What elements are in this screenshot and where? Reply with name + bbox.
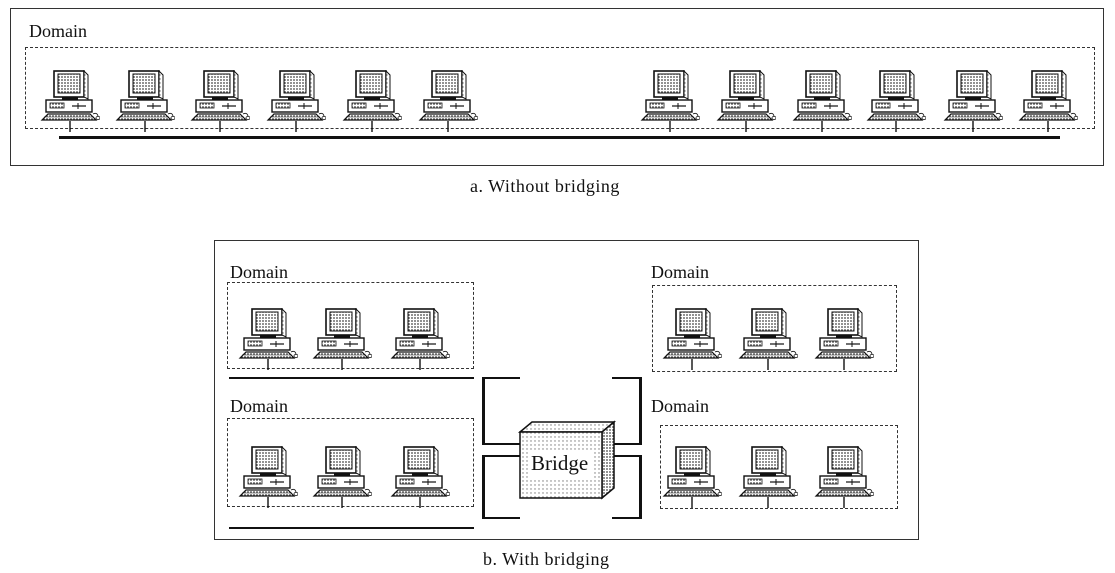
desktop-computer-icon (662, 446, 722, 508)
desktop-computer-icon (662, 308, 722, 370)
desktop-computer-icon (640, 70, 700, 132)
desktop-computer-icon (390, 446, 450, 508)
domain-boundary-bottom-right (660, 425, 898, 509)
desktop-computer-icon (866, 70, 926, 132)
network-cable-bottom-left (229, 527, 474, 529)
network-cable-top-left (229, 377, 474, 379)
desktop-computer-icon (814, 446, 874, 508)
desktop-computer-icon (943, 70, 1003, 132)
desktop-computer-icon (792, 70, 852, 132)
desktop-computer-icon (716, 70, 776, 132)
caption-with-bridging: b. With bridging (483, 549, 610, 569)
desktop-computer-icon (390, 308, 450, 370)
network-cable (59, 136, 1060, 139)
desktop-computer-icon (814, 308, 874, 370)
desktop-computer-icon (190, 70, 250, 132)
desktop-computer-icon (238, 446, 298, 508)
desktop-computer-icon (418, 70, 478, 132)
desktop-computer-icon (238, 308, 298, 370)
bridge-cable-left-lower (482, 455, 520, 519)
domain-label-bottom-left: Domain (230, 396, 288, 416)
desktop-computer-icon (312, 308, 372, 370)
bridge-label: Bridge (531, 451, 589, 475)
desktop-computer-icon (266, 70, 326, 132)
domain-boundary-top-left (227, 282, 474, 369)
domain-boundary-top-right (652, 285, 897, 372)
panel-b-frame (214, 240, 919, 540)
domain-label-bottom-right: Domain (651, 396, 709, 416)
bridge-cable-right-lower (612, 455, 642, 519)
domain-label-top-right: Domain (651, 262, 709, 282)
desktop-computer-icon (738, 446, 798, 508)
desktop-computer-icon (1018, 70, 1078, 132)
desktop-computer-icon (738, 308, 798, 370)
domain-label: Domain (29, 21, 87, 41)
desktop-computer-icon (40, 70, 100, 132)
desktop-computer-icon (342, 70, 402, 132)
panel-a-frame (10, 8, 1104, 166)
caption-without-bridging: a. Without bridging (470, 176, 620, 196)
bridge-cable-right-upper (612, 377, 642, 445)
desktop-computer-icon (312, 446, 372, 508)
domain-boundary-bottom-left (227, 418, 474, 507)
domain-boundary (25, 47, 1095, 129)
bridge-device (517, 420, 617, 500)
desktop-computer-icon (115, 70, 175, 132)
domain-label-top-left: Domain (230, 262, 288, 282)
bridge-cable-left-upper (482, 377, 520, 445)
